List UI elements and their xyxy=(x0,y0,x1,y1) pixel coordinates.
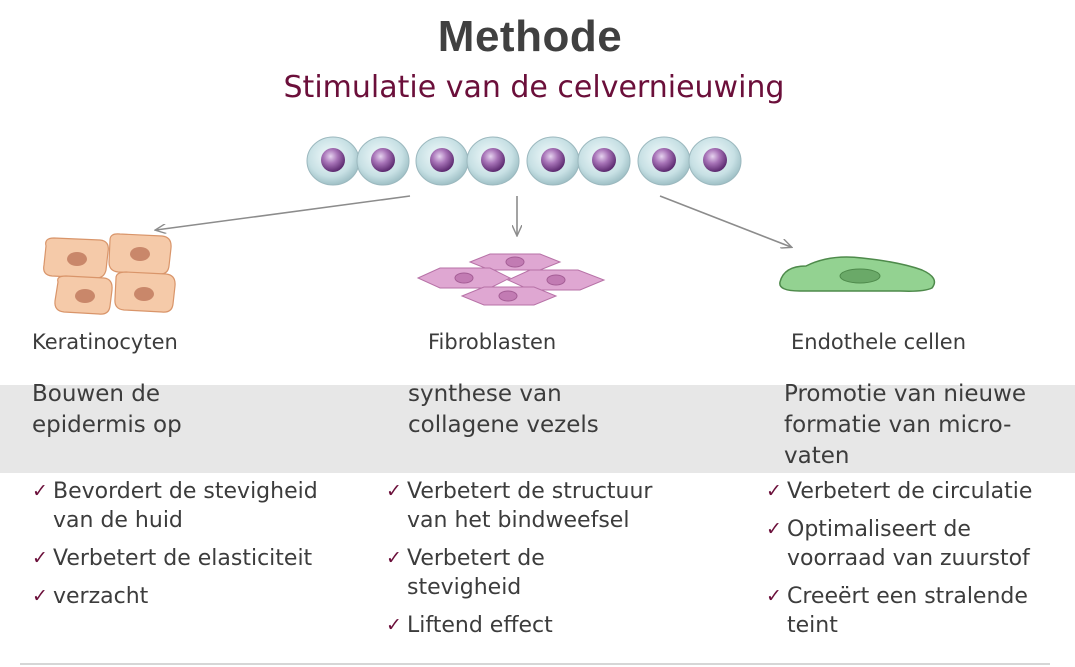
benefit-line: van de huid xyxy=(53,508,183,533)
stem-cells-icon xyxy=(306,136,742,186)
benefit-item: ✓Verbetert de stevigheid xyxy=(386,544,652,602)
benefit-item: ✓Bevordert de stevigheid van de huid xyxy=(32,477,318,535)
checkmark-icon: ✓ xyxy=(386,547,402,569)
cell-role-keratinocyten: Bouwen de epidermis op xyxy=(32,379,182,441)
role-line: Promotie van nieuwe xyxy=(784,381,1027,407)
role-line: formatie van micro- xyxy=(784,412,1012,438)
benefit-line: Creeërt een stralende xyxy=(787,584,1028,609)
stem-cell xyxy=(415,136,469,186)
stem-cell xyxy=(577,136,631,186)
page-subtitle: Stimulatie van de celvernieuwing xyxy=(283,70,785,105)
role-line: epidermis op xyxy=(32,412,182,438)
role-band xyxy=(0,385,1075,473)
checkmark-icon: ✓ xyxy=(766,585,782,607)
cell-role-endothele-cellen: Promotie van nieuwe formatie van micro-va… xyxy=(784,379,1026,472)
benefit-line: Liftend effect xyxy=(407,613,553,638)
page-title: Methode xyxy=(437,12,623,61)
benefit-line: Verbetert de structuur xyxy=(407,479,653,504)
role-line: Bouwen de xyxy=(32,381,161,407)
benefit-line: Optimaliseert de xyxy=(787,517,971,542)
benefit-item: ✓Verbetert de elasticiteit xyxy=(32,544,318,573)
benefit-item: ✓Verbetert de structuur van het bindweefs… xyxy=(386,477,652,535)
benefit-item: ✓Verbetert de circulatie xyxy=(766,477,1032,506)
stem-cell xyxy=(306,136,360,186)
role-line: synthese van xyxy=(408,381,562,407)
benefit-line: verzacht xyxy=(53,584,149,609)
checkmark-icon: ✓ xyxy=(32,585,48,607)
benefit-line: teint xyxy=(787,613,838,638)
stem-cell xyxy=(637,136,691,186)
benefit-item: ✓Liftend effect xyxy=(386,611,652,640)
checkmark-icon: ✓ xyxy=(386,614,402,636)
checkmark-icon: ✓ xyxy=(32,547,48,569)
keratinocyte-cells-icon xyxy=(43,233,176,315)
checkmark-icon: ✓ xyxy=(766,518,782,540)
cell-role-fibroblasten: synthese van collagene vezels xyxy=(408,379,599,441)
benefit-list-endothele-cellen: ✓Verbetert de circulatie✓Optimaliseert d… xyxy=(766,477,1032,649)
cell-name-endothele-cellen: Endothele cellen xyxy=(791,330,967,354)
stem-cell xyxy=(526,136,580,186)
endothelial-cell-icon xyxy=(779,256,936,292)
footer-divider xyxy=(20,663,1050,665)
benefit-item: ✓Creeërt een stralende teint xyxy=(766,582,1032,640)
role-line: vaten xyxy=(784,443,850,469)
stem-cell xyxy=(688,136,742,186)
cell-name-fibroblasten: Fibroblasten xyxy=(428,330,557,354)
benefit-line: stevigheid xyxy=(407,575,522,600)
fibroblast-cells-icon xyxy=(416,253,606,306)
arrow-to-keratinocyten xyxy=(156,195,411,230)
checkmark-icon: ✓ xyxy=(766,480,782,502)
benefit-line: Verbetert de elasticiteit xyxy=(53,546,313,571)
benefit-line: Verbetert de circulatie xyxy=(787,479,1033,504)
stem-cell xyxy=(466,136,520,186)
checkmark-icon: ✓ xyxy=(32,480,48,502)
cell-name-keratinocyten: Keratinocyten xyxy=(32,330,178,354)
role-line: collagene vezels xyxy=(408,412,599,438)
benefit-line: Bevordert de stevigheid xyxy=(53,479,318,504)
stem-cell xyxy=(356,136,410,186)
benefit-item: ✓verzacht xyxy=(32,582,318,611)
checkmark-icon: ✓ xyxy=(386,480,402,502)
arrow-to-endothele-cellen xyxy=(659,195,791,247)
benefit-item: ✓Optimaliseert de voorraad van zuurstof xyxy=(766,515,1032,573)
benefit-line: voorraad van zuurstof xyxy=(787,546,1030,571)
benefit-line: Verbetert de xyxy=(407,546,545,571)
benefit-line: van het bindweefsel xyxy=(407,508,630,533)
